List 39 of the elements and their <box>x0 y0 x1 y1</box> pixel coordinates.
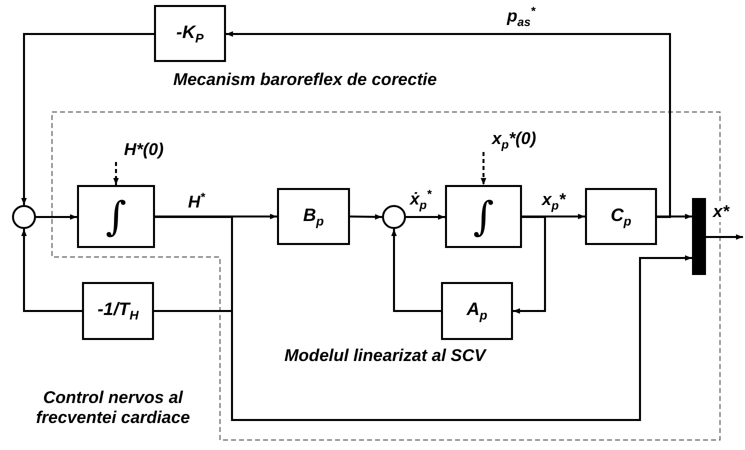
signal-arrow <box>155 214 277 220</box>
signal-arrow <box>21 33 154 205</box>
block <box>441 282 513 340</box>
summing-junction <box>12 205 36 229</box>
block <box>154 5 226 62</box>
signal-arrow <box>21 229 82 312</box>
block-label: -K$_{P}$ <box>176 22 204 46</box>
signal-arrow <box>350 214 382 220</box>
edge-label: x* <box>711 202 732 222</box>
block-label: B$_{p}$ <box>303 204 324 228</box>
block-label: A$_{p}$ <box>466 299 488 323</box>
block-label: x$_{p}$*(0) <box>492 128 536 152</box>
signal-arrow <box>406 214 445 220</box>
annotation-text: Control nervos al frecventei cardiace <box>34 388 192 428</box>
signal-arrow <box>522 214 585 220</box>
annotation-text: Modelul linearizat al SCV <box>283 346 488 366</box>
multiplexer-bar <box>692 198 706 275</box>
block-label: C$_{p}$ <box>610 204 632 228</box>
block-label: -1/T$_{H}$ <box>97 299 139 323</box>
signal-arrow <box>226 31 671 218</box>
edge-label: x$_{p}$* <box>540 190 568 212</box>
block-label: H*(0) <box>124 140 164 160</box>
block <box>77 185 155 248</box>
signal-arrow <box>480 152 486 185</box>
annotation-text: Mecanism baroreflex de corectie <box>172 70 438 90</box>
summing-junction <box>382 205 406 229</box>
integral-symbol: ∫ <box>473 194 494 240</box>
integral-symbol: ∫ <box>106 194 126 240</box>
signal-arrow <box>113 162 119 185</box>
block <box>277 188 350 245</box>
signal-arrow <box>36 214 77 220</box>
signal-arrow <box>657 214 692 220</box>
signal-arrow <box>706 234 743 240</box>
signal-line <box>154 216 233 312</box>
block <box>445 185 522 248</box>
block <box>82 282 154 340</box>
block <box>585 188 657 245</box>
signal-arrow <box>391 229 441 312</box>
signal-arrow <box>513 216 546 314</box>
